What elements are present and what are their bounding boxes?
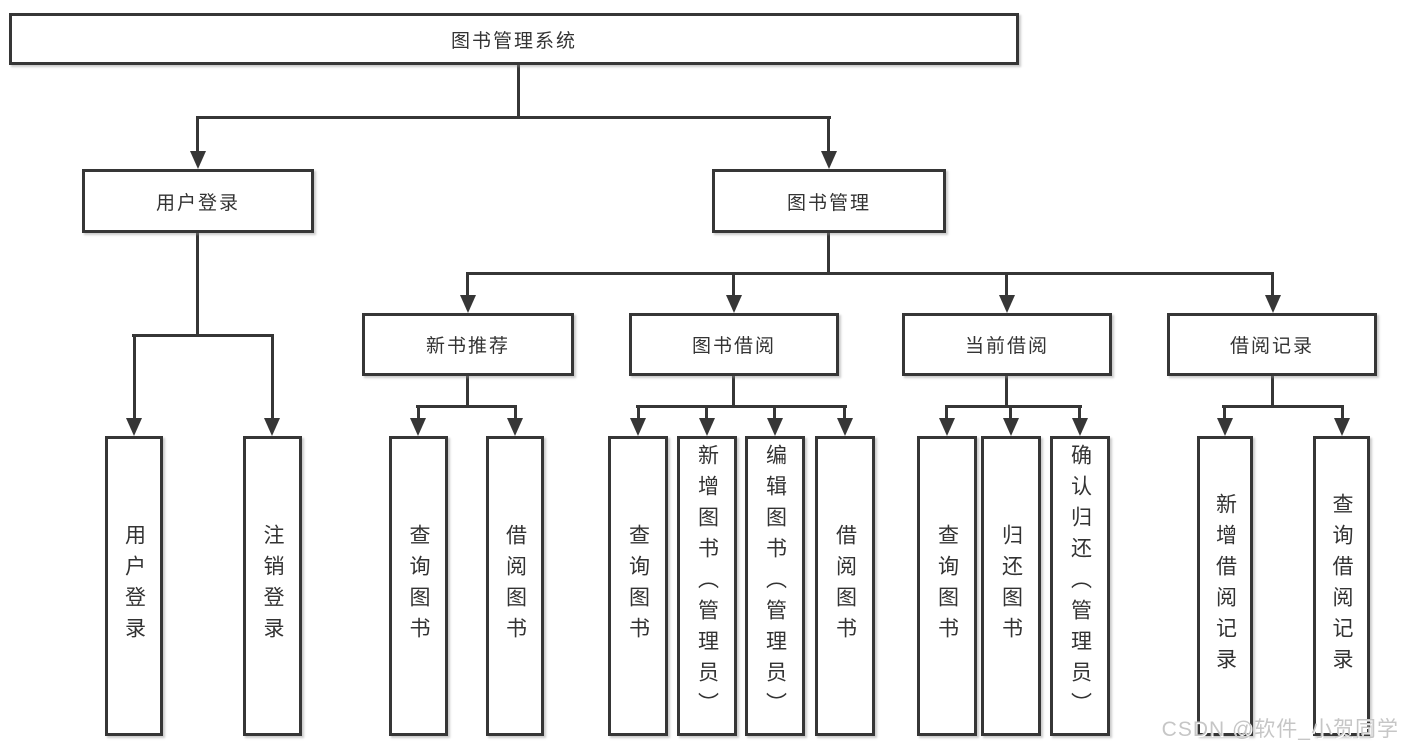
leaf-return-books: 归还图书 [981,436,1041,736]
node-book-borrowing: 图书借阅 [629,313,839,376]
arrow-down-icon [630,418,646,436]
connector-line [196,233,199,337]
connector-line [1271,272,1274,300]
connector-line [1222,405,1344,408]
connector-line [636,405,847,408]
leaf-label: 编辑图书（管理员） [763,444,787,723]
node-current-borrowing: 当前借阅 [902,313,1112,376]
connector-line [1271,376,1274,408]
watermark: CSDN @软件_小贺同学 [1161,718,1399,741]
node-book-management: 图书管理 [712,169,946,233]
node-label: 图书借阅 [691,336,776,357]
connector-line [1005,272,1008,300]
leaf-query-books-borrowing: 查询图书 [608,436,668,736]
node-library-management-system: 图书管理系统 [9,13,1019,65]
connector-line [416,405,517,408]
arrow-down-icon [699,418,715,436]
connector-line [732,376,735,408]
connector-line [1223,405,1226,422]
leaf-label: 查询图书 [626,524,650,648]
connector-line [945,405,948,422]
connector-line [196,116,199,156]
node-new-book-recommendation: 新书推荐 [362,313,574,376]
connector-line [517,65,520,119]
leaf-label: 新增借阅记录 [1213,493,1237,679]
leaf-label: 借阅图书 [503,524,527,648]
arrow-down-icon [767,418,783,436]
arrow-down-icon [1072,418,1088,436]
connector-line [466,272,469,300]
leaf-label: 用户登录 [122,524,146,648]
leaf-query-books-current: 查询图书 [917,436,977,736]
leaf-confirm-return-admin: 确认归还（管理员） [1050,436,1110,736]
connector-line [843,405,846,422]
connector-line [133,334,136,422]
arrow-down-icon [410,418,426,436]
connector-line [732,272,735,300]
leaf-user-login: 用户登录 [105,436,163,736]
connector-line [271,334,274,422]
node-label: 图书管理 [786,192,871,214]
node-label: 图书管理系统 [450,30,577,52]
arrow-down-icon [821,151,837,169]
arrow-down-icon [726,295,742,313]
leaf-query-books-recommend: 查询图书 [389,436,448,736]
connector-line [1078,405,1081,422]
leaf-label: 确认归还（管理员） [1068,444,1092,723]
node-label: 用户登录 [155,192,240,214]
connector-line [827,116,830,156]
connector-line [132,334,274,337]
connector-line [637,405,640,422]
leaf-label: 查询图书 [407,524,430,648]
leaf-label: 查询图书 [935,524,959,648]
connector-line [1341,405,1344,422]
connector-line [417,405,420,422]
leaf-label: 查询借阅记录 [1330,493,1353,679]
connector-line [1005,376,1008,408]
arrow-down-icon [1334,418,1350,436]
arrow-down-icon [999,295,1015,313]
arrow-down-icon [126,418,142,436]
leaf-logout-login: 注销登录 [243,436,302,736]
arrow-down-icon [1217,418,1233,436]
leaf-label: 注销登录 [261,524,284,648]
arrow-down-icon [264,418,280,436]
leaf-add-book-admin: 新增图书（管理员） [677,436,737,736]
arrow-down-icon [507,418,523,436]
leaf-label: 归还图书 [999,524,1023,648]
leaf-add-borrow-record: 新增借阅记录 [1197,436,1253,736]
node-borrowing-records: 借阅记录 [1167,313,1377,376]
arrow-down-icon [1003,418,1019,436]
connector-line [827,233,830,275]
leaf-query-borrow-record: 查询借阅记录 [1313,436,1370,736]
connector-line [514,405,517,422]
leaf-label: 借阅图书 [833,524,857,648]
connector-line [466,376,469,408]
connector-line [196,116,831,119]
arrow-down-icon [190,151,206,169]
connector-line [466,272,1274,275]
arrow-down-icon [1265,295,1281,313]
arrow-down-icon [939,418,955,436]
connector-line [773,405,776,422]
connector-line [705,405,708,422]
connector-line [945,405,1082,408]
arrow-down-icon [837,418,853,436]
node-user-login: 用户登录 [82,169,314,233]
leaf-borrow-books-recommend: 借阅图书 [486,436,544,736]
node-label: 新书推荐 [425,336,510,357]
arrow-down-icon [460,295,476,313]
leaf-label: 新增图书（管理员） [695,444,719,723]
leaf-edit-book-admin: 编辑图书（管理员） [745,436,805,736]
node-label: 借阅记录 [1229,336,1314,357]
connector-line [1009,405,1012,422]
node-label: 当前借阅 [964,336,1049,357]
leaf-borrow-books-borrowing: 借阅图书 [815,436,875,736]
